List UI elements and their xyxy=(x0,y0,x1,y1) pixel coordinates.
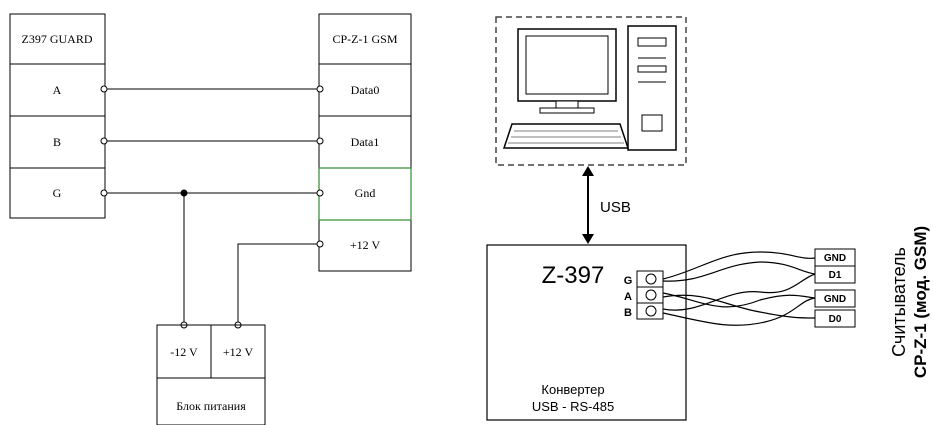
usb-link: USB xyxy=(582,166,631,244)
right-wiring-diagram: USB Z-397 Конвертер USB - RS-485 G A B xyxy=(486,16,930,421)
left-wiring-diagram: Z397 GUARD A B G CP-Z-1 GSM Data0 Data1 … xyxy=(9,13,412,425)
z397-terminal-a-label: A xyxy=(53,83,62,97)
left-terminal-dots xyxy=(100,85,324,329)
computer-icon xyxy=(495,16,687,166)
power-supply-block: -12 V +12 V Блок питания xyxy=(156,324,266,425)
converter-terminal-a-label: A xyxy=(624,291,632,303)
reader-pin-d1: D1 xyxy=(829,270,842,281)
psu-minus-12v-label: -12 V xyxy=(170,345,198,359)
reader-block-title: CP-Z-1 GSM xyxy=(332,32,397,46)
converter-terminal-g-label: G xyxy=(624,275,633,287)
reader-label-line1: Считыватель xyxy=(889,247,909,357)
converter-block: Z-397 Конвертер USB - RS-485 G A B xyxy=(486,244,687,421)
converter-terminal-b-label: B xyxy=(624,307,632,319)
converter-model-label: Z-397 xyxy=(542,262,605,289)
reader-label-line2: CP-Z-1 (мод. GSM) xyxy=(911,226,930,378)
reader-terminal-12v-label: +12 V xyxy=(350,238,381,252)
usb-label: USB xyxy=(600,199,631,216)
reader-pin-gnd-1: GND xyxy=(824,253,846,264)
z397-guard-block: Z397 GUARD A B G xyxy=(9,13,106,219)
reader-rotated-label: Считыватель CP-Z-1 (мод. GSM) xyxy=(889,226,930,378)
reader-pin-d0: D0 xyxy=(829,314,842,325)
reader-terminal-data1-label: Data1 xyxy=(351,135,380,149)
left-wires xyxy=(104,88,320,325)
psu-label: Блок питания xyxy=(176,399,246,413)
reader-pin-labels: GND D1 GND D0 xyxy=(814,248,856,328)
twisted-pair-wires xyxy=(662,251,816,326)
reader-pin-gnd-2: GND xyxy=(824,294,846,305)
reader-terminal-gnd-label: Gnd xyxy=(355,186,376,200)
converter-caption-line1: Конвертер xyxy=(541,382,604,397)
z397-terminal-g-label: G xyxy=(53,186,62,200)
converter-caption-line2: USB - RS-485 xyxy=(532,399,614,414)
z397-guard-title: Z397 GUARD xyxy=(22,32,93,46)
junction-dot xyxy=(180,189,188,197)
reader-block: CP-Z-1 GSM Data0 Data1 Gnd +12 V xyxy=(318,13,412,272)
psu-plus-12v-label: +12 V xyxy=(223,345,254,359)
z397-terminal-b-label: B xyxy=(53,135,61,149)
reader-terminal-data0-label: Data0 xyxy=(351,83,380,97)
